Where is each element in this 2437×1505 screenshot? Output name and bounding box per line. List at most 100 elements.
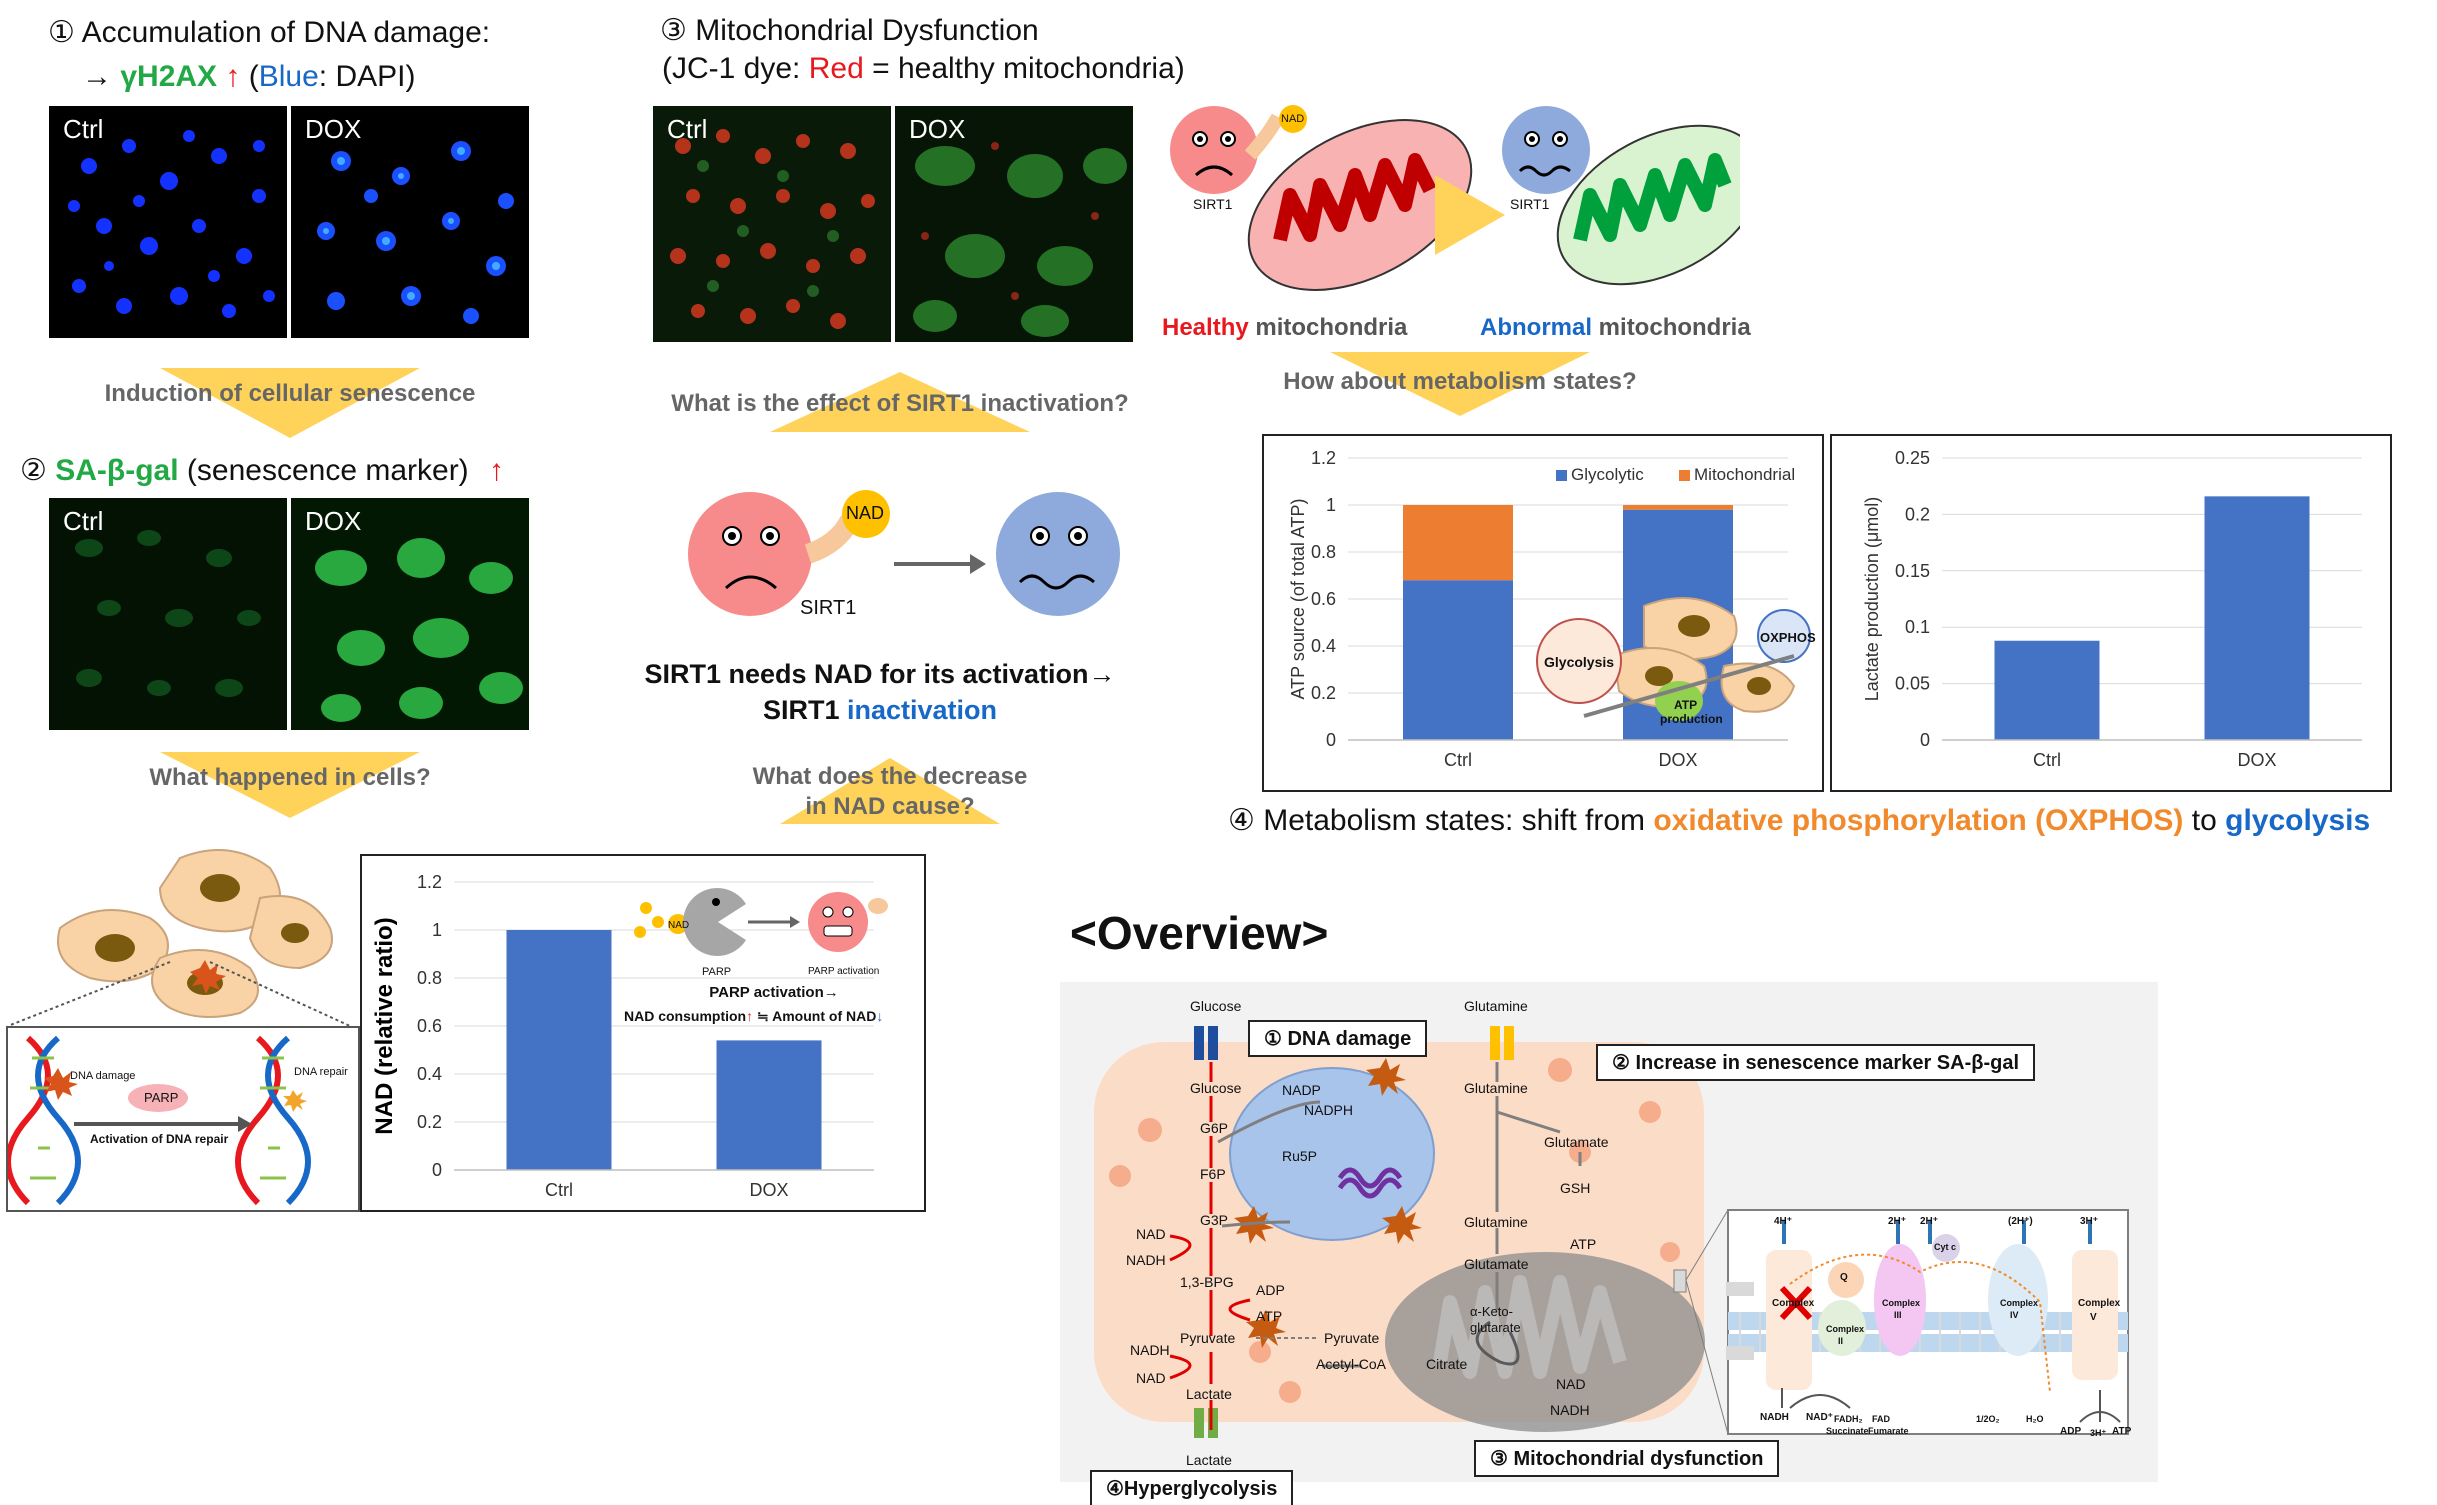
y-tick-label: 1: [1326, 495, 1336, 515]
y-tick-label: 1.2: [1311, 448, 1336, 468]
ov-glutamine-m: Glutamine: [1464, 1214, 1528, 1230]
ov-citrate: Citrate: [1426, 1356, 1468, 1372]
jc1-ctrl-cells: [670, 129, 875, 329]
etc-complex5b: V: [2090, 1312, 2097, 1323]
y-tick-label: 0.4: [417, 1064, 442, 1084]
jc1-dox-image: DOX: [894, 105, 1134, 343]
y-tick-label: 1.2: [417, 872, 442, 892]
sirt1-label-abnormal: SIRT1: [1510, 196, 1550, 212]
ov-nadp: NADP: [1282, 1082, 1321, 1098]
sagal-dox-image: DOX: [290, 497, 530, 731]
ov-nadh1: NADH: [1126, 1252, 1166, 1268]
ov-bpg: 1,3-BPG: [1180, 1274, 1234, 1290]
etc-complex1: Complex: [1772, 1298, 1815, 1309]
panel1-subtitle: → γH2AX ↑ (Blue: DAPI): [82, 60, 416, 93]
ov-g3p: G3P: [1200, 1212, 1229, 1228]
ov-pyruvate-m: Pyruvate: [1324, 1330, 1380, 1346]
etc-fumarate: Fumarate: [1868, 1426, 1909, 1436]
overview-box-dna-damage: ① DNA damage: [1248, 1020, 1428, 1057]
x-tick-label: DOX: [749, 1180, 788, 1200]
y-tick-label: 0.6: [1311, 589, 1336, 609]
dna-helix-illustration: [5, 1035, 311, 1206]
etc-h4: (2H⁺): [2008, 1216, 2033, 1227]
ov-nadph: NADPH: [1304, 1102, 1354, 1118]
ov-aketo-1: α-Keto-: [1470, 1304, 1513, 1319]
ov-f6p: F6P: [1200, 1166, 1226, 1182]
ov-nad-m: NAD: [1556, 1376, 1586, 1392]
etc-fadh2: FADH₂: [1834, 1414, 1863, 1424]
bar-dox: [2204, 496, 2310, 740]
x-tick-label: DOX: [2237, 750, 2276, 770]
sirt-nad-label: NAD: [846, 503, 885, 523]
jc1-dox-label: DOX: [909, 114, 966, 144]
arrow5-text: What does the decrease in NAD cause?: [752, 763, 1028, 820]
nad-small-label: NAD: [668, 920, 690, 931]
y-tick-label: 0.15: [1895, 561, 1930, 581]
etc-cytc: Cyt c: [1934, 1242, 1957, 1252]
y-tick-label: 0.25: [1895, 448, 1930, 468]
dna-repair-label: DNA repair: [294, 1066, 348, 1078]
dapi-ctrl-label: Ctrl: [63, 114, 104, 144]
ov-adp: ADP: [1256, 1282, 1285, 1298]
legend-swatch: [1679, 470, 1690, 481]
arrow-down-4: [1330, 352, 1590, 416]
dapi-ctrl-image: Ctrl: [48, 105, 288, 339]
dapi-dox-image: DOX: [290, 105, 530, 339]
etc-nadplus: NAD⁺: [1806, 1412, 1833, 1423]
cells-overlay-illustration: [1536, 597, 1811, 721]
etc-q: Q: [1840, 1272, 1848, 1283]
ov-pyruvate: Pyruvate: [1180, 1330, 1236, 1346]
etc-complex4a: Complex: [2000, 1298, 2039, 1308]
dapi-ctrl-nuclei: [68, 130, 275, 318]
jc1-ctrl-image: Ctrl: [652, 105, 892, 343]
x-tick-label: Ctrl: [545, 1180, 573, 1200]
etc-h1: 4H⁺: [1774, 1216, 1793, 1227]
sagal-ctrl-cells: [75, 530, 261, 697]
ov-aketo-2: glutarate: [1470, 1320, 1521, 1335]
ov-glutamate: Glutamate: [1544, 1134, 1609, 1150]
sagal-ctrl-image: Ctrl: [48, 497, 288, 731]
ov-nad1: NAD: [1136, 1226, 1166, 1242]
arrow-up-5: [780, 758, 1000, 824]
overview-diagram: [1094, 1026, 2129, 1438]
sirt-explanation: SIRT1 needs NAD for its activation→ SIRT…: [644, 659, 1116, 725]
etc-complex5a: Complex: [2078, 1298, 2121, 1309]
dapi-dox-nuclei: [317, 141, 514, 324]
ov-glutamine-out: Glutamine: [1464, 998, 1528, 1014]
healthy-mito-label: Healthy mitochondria: [1162, 314, 1408, 341]
mitochondria-illustration: [1170, 105, 1740, 291]
ov-atp-m: ATP: [1570, 1236, 1597, 1252]
etc-h2: 2H⁺: [1888, 1216, 1907, 1227]
etc-complex2a: Complex: [1826, 1324, 1865, 1334]
overview-box-senescence: ② Increase in senescence marker SA-β-gal: [1596, 1044, 2036, 1081]
etc-h6: 3H⁺: [2090, 1428, 2107, 1438]
etc-adp: ADP: [2060, 1426, 2082, 1437]
bar-dox: [716, 1040, 822, 1170]
y-tick-label: 0.1: [1905, 617, 1930, 637]
arrow-down-2: [160, 752, 420, 818]
overview-title: <Overview>: [1070, 907, 1329, 959]
parp-small-label: PARP: [702, 966, 732, 978]
oxphos-bubble-label: OXPHOS: [1760, 630, 1816, 645]
ov-atp: ATP: [1256, 1308, 1283, 1324]
ov-glutamate-m: Glutamate: [1464, 1256, 1529, 1272]
etc-atp: ATP: [2112, 1426, 2132, 1437]
panel4-title: ④ Metabolism states: shift from oxidativ…: [1228, 804, 2371, 837]
jc1-ctrl-label: Ctrl: [667, 114, 708, 144]
y-tick-label: 0: [432, 1160, 442, 1180]
panel3-subtitle: (JC-1 dye: Red = healthy mitochondria): [662, 52, 1185, 85]
bar-ctrl: [1994, 640, 2100, 740]
etc-complex4b: IV: [2010, 1310, 2019, 1320]
legend-label: Mitochondrial: [1694, 465, 1795, 484]
dapi-dox-label: DOX: [305, 114, 362, 144]
abnormal-mito-label: Abnormal mitochondria: [1480, 314, 1751, 341]
overview-box-hyperglycolysis: ④Hyperglycolysis: [1090, 1470, 1294, 1505]
ov-ru5p: Ru5P: [1282, 1148, 1318, 1164]
ov-g6p: G6P: [1200, 1120, 1229, 1136]
nad-consumption-text: NAD consumption↑ ≒ Amount of NAD↓: [624, 1008, 884, 1024]
etc-succinate: Succinate: [1826, 1426, 1869, 1436]
arrow4-text: How about metabolism states?: [1283, 368, 1637, 395]
y-tick-label: 0.8: [1311, 542, 1336, 562]
